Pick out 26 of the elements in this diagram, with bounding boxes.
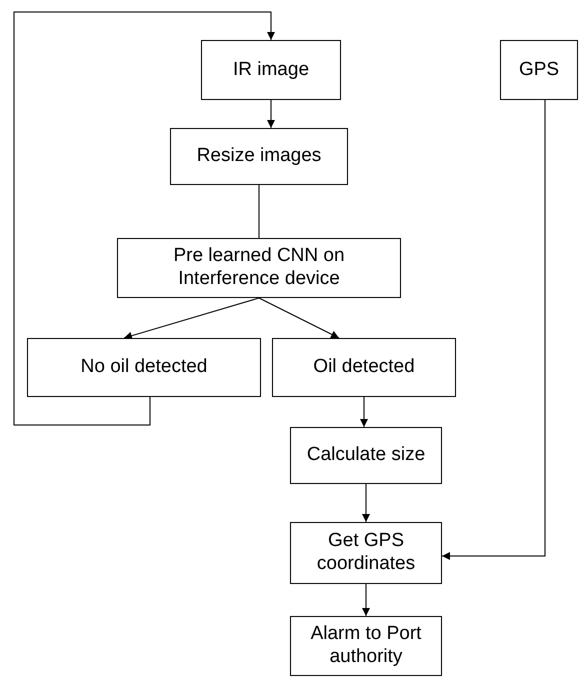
- box-label: Alarm to Port authority: [310, 623, 422, 669]
- process-box: [170, 128, 348, 185]
- arrow: [442, 100, 546, 560]
- box-label: No oil detected: [80, 356, 208, 379]
- arrow: [258, 298, 340, 338]
- box-label: Get GPS coordinates: [316, 530, 416, 576]
- box-label: Oil detected: [313, 356, 415, 379]
- process-box: [290, 427, 442, 484]
- process-box: [500, 40, 578, 100]
- arrow: [267, 100, 275, 128]
- arrow: [362, 484, 370, 522]
- box-label: Calculate size: [306, 444, 426, 467]
- process-box: [290, 522, 442, 584]
- arrow: [362, 584, 370, 616]
- process-box: [27, 338, 261, 397]
- box-label: Pre learned CNN on Interference device: [172, 245, 346, 291]
- connector-line: [258, 184, 260, 238]
- process-box: [117, 238, 401, 298]
- process-box: [272, 338, 456, 397]
- arrow: [360, 396, 368, 428]
- process-box: [290, 616, 442, 676]
- box-label: GPS: [518, 58, 560, 82]
- process-box: [201, 40, 341, 100]
- arrow: [124, 298, 260, 340]
- box-label: Resize images: [196, 145, 322, 168]
- box-label: IR image: [232, 58, 310, 82]
